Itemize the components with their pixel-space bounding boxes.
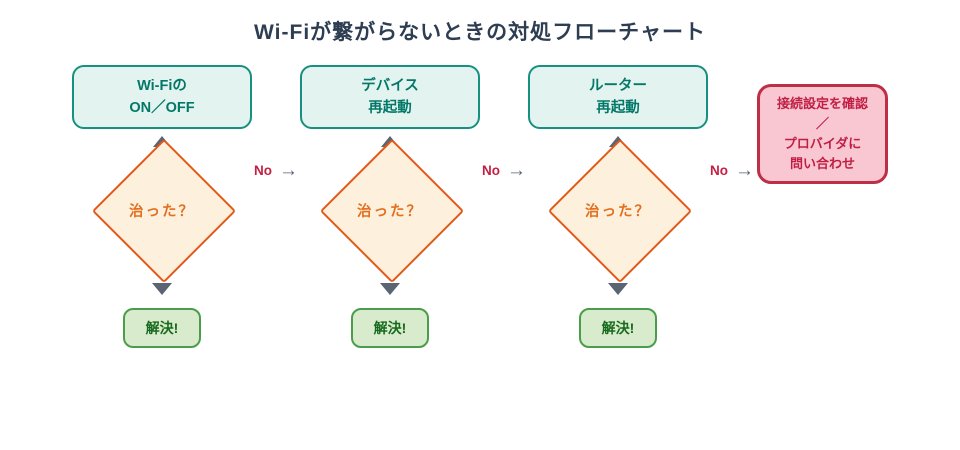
no-connector-2: No →	[476, 158, 532, 182]
action-line: 再起動	[368, 100, 412, 116]
action-line: 再起動	[596, 100, 640, 116]
decision-label: 治った？	[357, 204, 423, 220]
result-box: 解決!	[351, 308, 429, 348]
action-box-wifi-onoff: Wi-Fiの ON／OFF	[72, 65, 252, 129]
decision-label: 治った？	[129, 204, 195, 220]
right-arrow-icon: →	[735, 159, 754, 181]
result-label: 解決!	[145, 320, 179, 336]
arrow-down-icon	[152, 283, 172, 295]
action-box-router-restart: ルーター 再起動	[528, 65, 708, 129]
no-connector-3: No →	[704, 158, 760, 182]
flow-column-router-restart: ルーター 再起動 治った？ 解決!	[528, 65, 708, 355]
arrow-down-icon	[380, 283, 400, 295]
no-label: No	[254, 162, 272, 178]
action-box-device-restart: デバイス 再起動	[300, 65, 480, 129]
action-line: デバイス	[361, 77, 419, 94]
fallback-line: ／	[815, 115, 829, 131]
result-box: 解決!	[579, 308, 657, 348]
fallback-line: プロバイダに	[783, 136, 862, 151]
result-box: 解決!	[123, 308, 201, 348]
no-connector-1: No →	[248, 158, 304, 182]
no-label: No	[482, 162, 500, 178]
fallback-line: 問い合わせ	[789, 156, 855, 172]
page-title: Wi-Fiが繋がらないときの対処フローチャート	[254, 21, 706, 44]
action-line: Wi-Fiの	[137, 77, 187, 94]
decision-label: 治った？	[585, 204, 651, 220]
result-label: 解決!	[373, 320, 407, 336]
right-arrow-icon: →	[279, 159, 298, 181]
flow-column-wifi-onoff: Wi-Fiの ON／OFF 治った？ 解決!	[72, 65, 252, 355]
flow-column-device-restart: デバイス 再起動 治った？ 解決!	[300, 65, 480, 355]
action-line: ルーター	[589, 77, 647, 94]
no-label: No	[710, 162, 728, 178]
action-line: ON／OFF	[129, 100, 195, 116]
fallback-box-check-settings: 接続設定を確認 ／ プロバイダに 問い合わせ	[757, 84, 888, 184]
fallback-line: 接続設定を確認	[776, 95, 868, 111]
result-label: 解決!	[601, 320, 635, 336]
right-arrow-icon: →	[507, 159, 526, 181]
arrow-down-icon	[608, 283, 628, 295]
